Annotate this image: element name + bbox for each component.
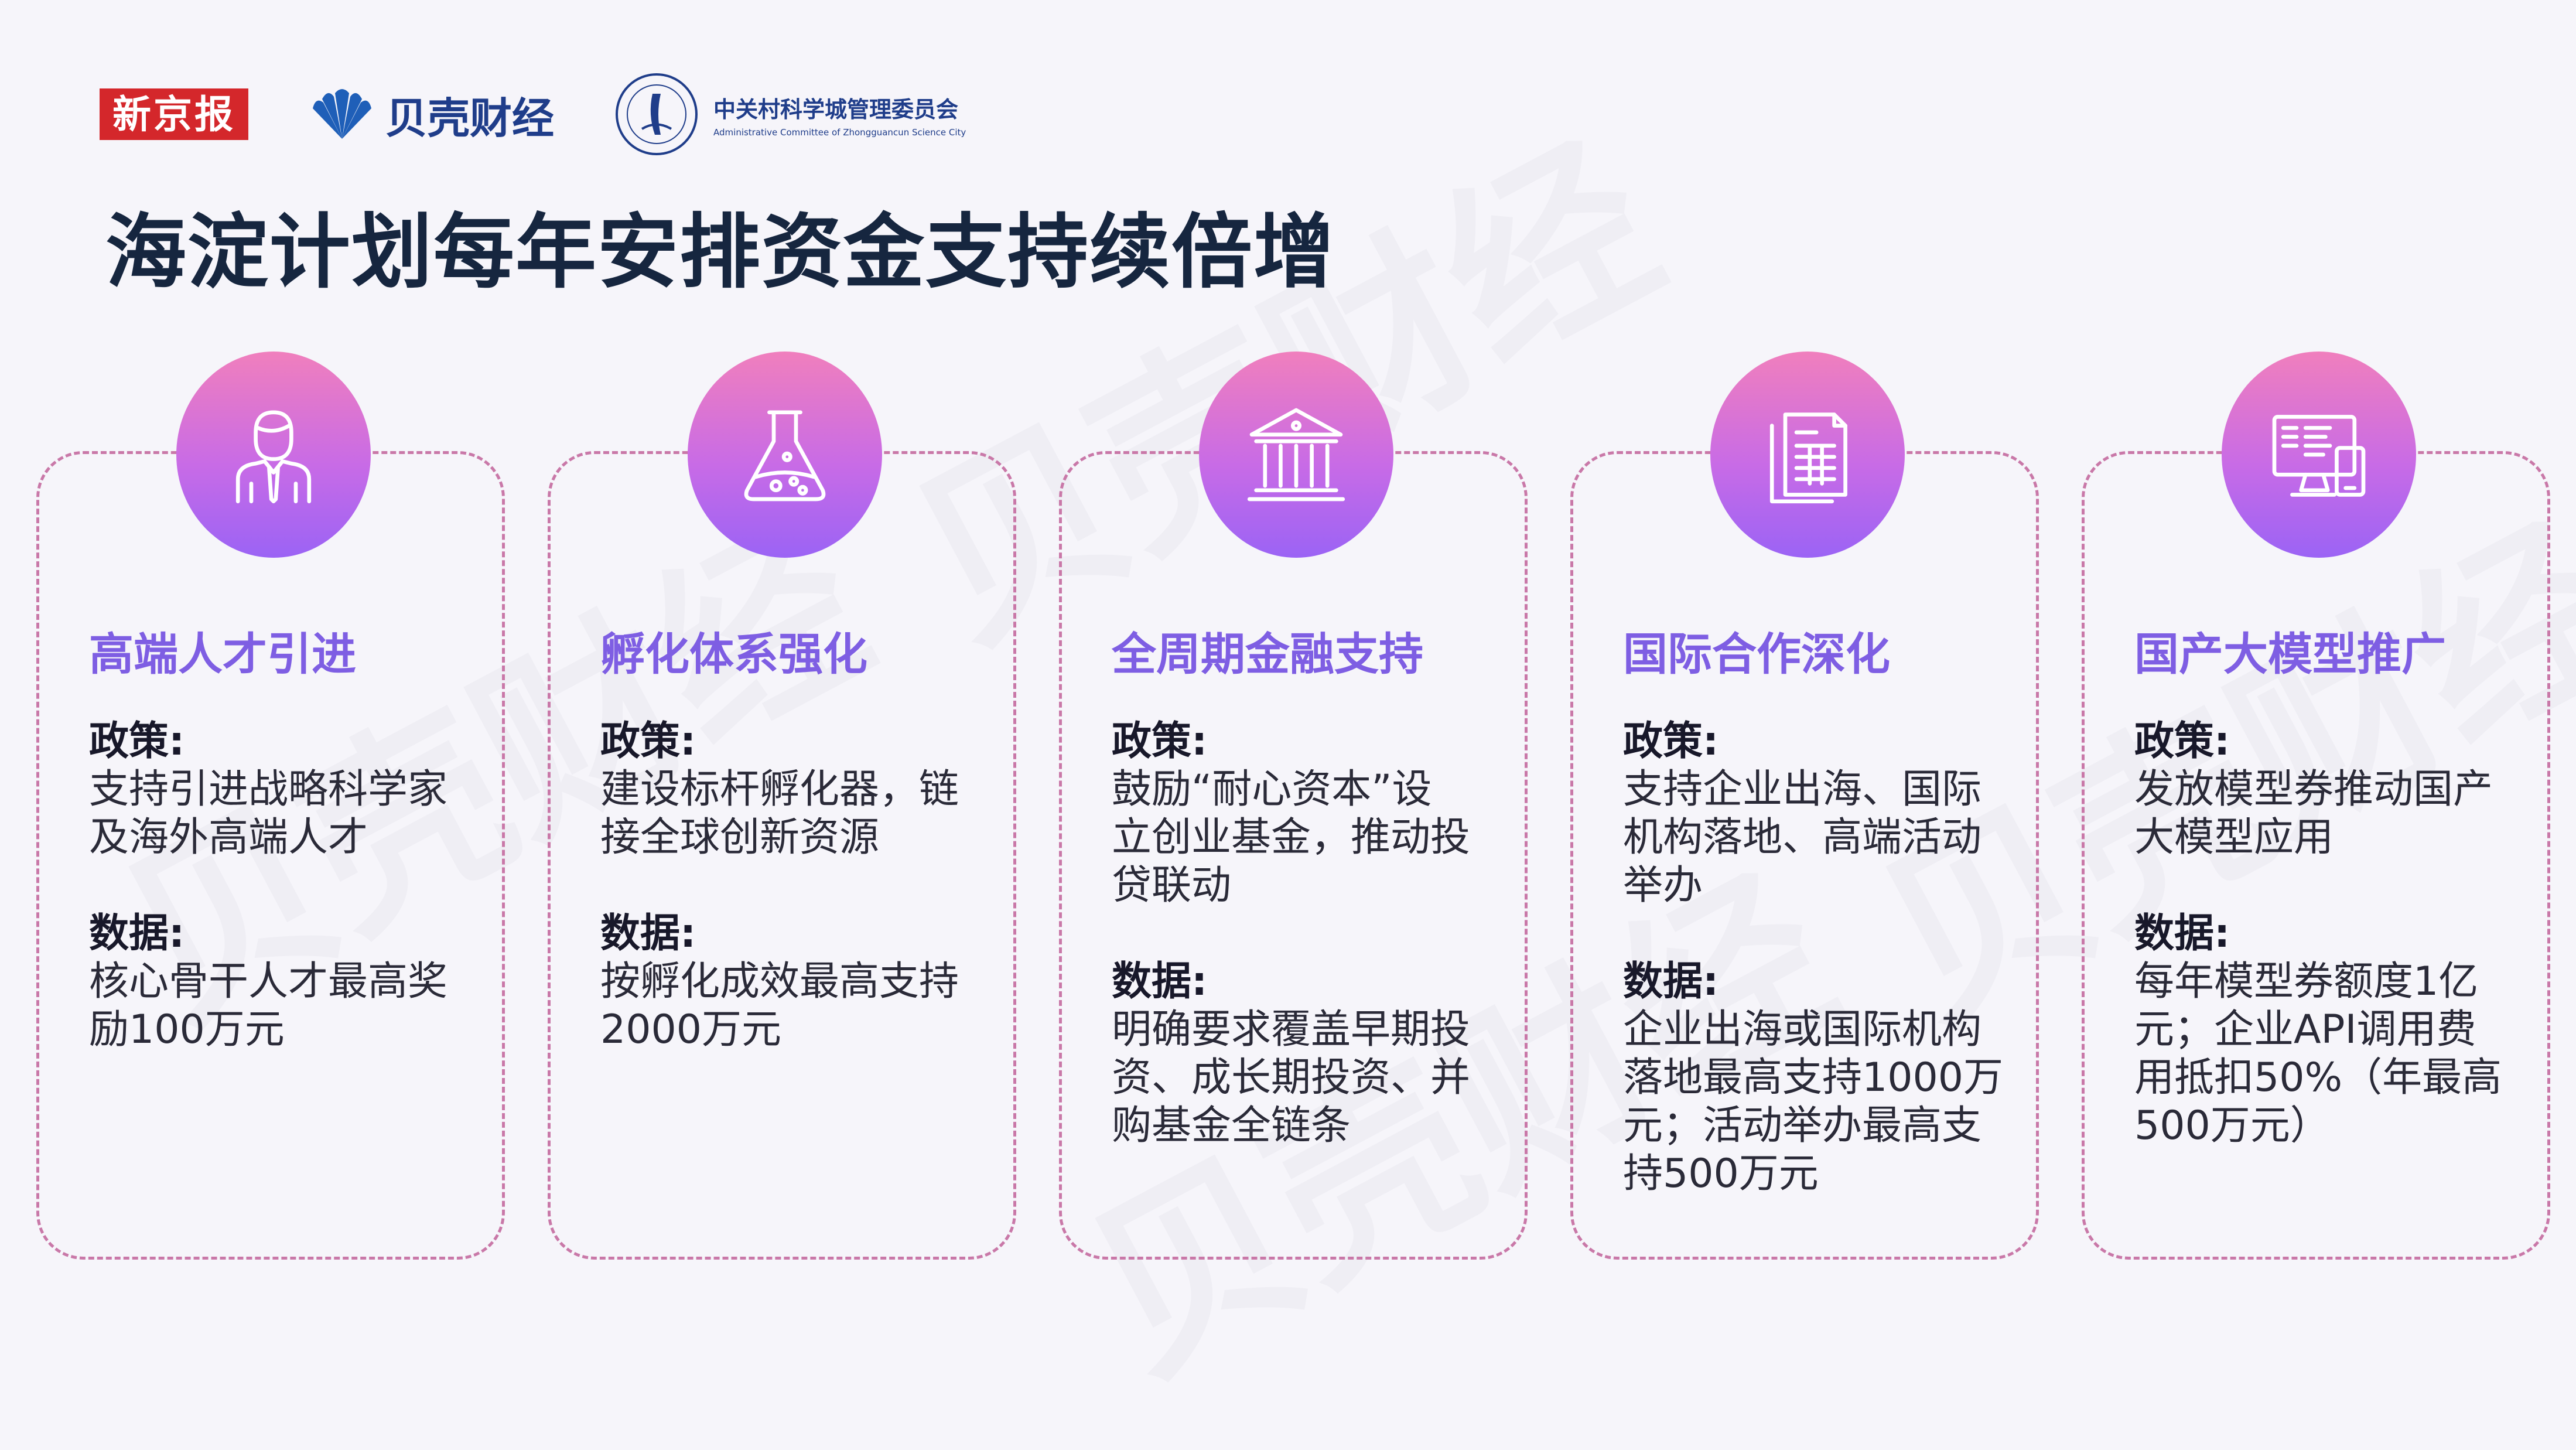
- computer-icon: [2272, 415, 2366, 497]
- xinjingbao-logo: 新京报: [100, 88, 248, 141]
- policy-label: 政策:: [2134, 718, 2230, 765]
- data-label: 数据:: [600, 910, 696, 957]
- data-label: 数据:: [89, 910, 185, 957]
- card-title: 孵化体系强化: [600, 628, 867, 680]
- policy-text: 支持企业出海、国际 机构落地、高端活动 举办: [1623, 766, 1982, 909]
- card-icon-circle: [1710, 352, 1905, 558]
- data-label: 数据:: [1112, 958, 1208, 1005]
- policy-label: 政策:: [1623, 718, 1719, 765]
- policy-label: 政策:: [600, 718, 696, 765]
- card-body: 政策: 支持企业出海、国际 机构落地、高端活动 举办 数据: 企业出海或国际机构…: [1623, 718, 2013, 1198]
- card-title: 国产大模型推广: [2134, 628, 2446, 680]
- card-title: 高端人才引进: [89, 628, 356, 680]
- card-icon-circle: [176, 352, 371, 558]
- policy-label: 政策:: [89, 718, 185, 765]
- card-body: 政策: 鼓励“耐心资本”设 立创业基金，推动投 贷联动 数据: 明确要求覆盖早期…: [1112, 718, 1501, 1150]
- policy-card: 高端人才引进 政策: 支持引进战略科学家 及海外高端人才 数据: 核心骨干人才最…: [36, 352, 505, 1260]
- zgc-seal-icon: [616, 73, 698, 155]
- zgc-name-cn: 中关村科学城管理委员会: [713, 96, 959, 122]
- policy-card: 国际合作深化 政策: 支持企业出海、国际 机构落地、高端活动 举办 数据: 企业…: [1570, 352, 2039, 1260]
- policy-text: 发放模型券推动国产 大模型应用: [2134, 766, 2493, 861]
- zgc-logo: 中关村科学城管理委员会 Administrative Committee of …: [613, 70, 966, 158]
- data-text: 明确要求覆盖早期投 资、成长期投资、并 购基金全链条: [1112, 1007, 1471, 1149]
- data-text: 核心骨干人才最高奖 励100万元: [89, 958, 448, 1053]
- card-icon-circle: [2222, 352, 2416, 558]
- beike-logo: 贝壳财经: [307, 84, 554, 145]
- policy-text: 鼓励“耐心资本”设 立创业基金，推动投 贷联动: [1112, 766, 1471, 909]
- header-logos: 新京报 贝壳财经 中关村科学城管理委员会 Administrative Comm…: [100, 70, 966, 158]
- card-body: 政策: 发放模型券推动国产 大模型应用 数据: 每年模型券额度1亿 元；企业AP…: [2134, 718, 2524, 1150]
- policy-card: 孵化体系强化 政策: 建设标杆孵化器，链 接全球创新资源 数据: 按孵化成效最高…: [548, 352, 1016, 1260]
- beike-logo-text: 贝壳财经: [385, 93, 555, 143]
- card-body: 政策: 支持引进战略科学家 及海外高端人才 数据: 核心骨干人才最高奖 励100…: [89, 718, 479, 1054]
- zgc-name-en: Administrative Committee of Zhongguancun…: [713, 127, 966, 138]
- bank-building-icon: [1247, 408, 1345, 501]
- data-label: 数据:: [1623, 958, 1719, 1005]
- policy-card: 全周期金融支持 政策: 鼓励“耐心资本”设 立创业基金，推动投 贷联动 数据: …: [1059, 352, 1528, 1260]
- card-title: 国际合作深化: [1623, 628, 1890, 680]
- data-text: 企业出海或国际机构 落地最高支持1000万 元；活动举办最高支 持500万元: [1623, 1007, 2004, 1197]
- document-icon: [1769, 412, 1847, 504]
- data-label: 数据:: [2134, 910, 2230, 957]
- page-title: 海淀计划每年安排资金支持续倍增: [105, 205, 1336, 299]
- card-title: 全周期金融支持: [1112, 628, 1423, 680]
- policy-text: 支持引进战略科学家 及海外高端人才: [89, 766, 448, 861]
- card-icon-circle: [1199, 352, 1393, 558]
- shell-icon: [313, 89, 371, 139]
- policy-text: 建设标杆孵化器，链 接全球创新资源: [600, 766, 959, 861]
- talent-person-icon: [235, 410, 312, 504]
- flask-icon: [744, 410, 826, 501]
- policy-card: 国产大模型推广 政策: 发放模型券推动国产 大模型应用 数据: 每年模型券额度1…: [2082, 352, 2550, 1260]
- data-text: 按孵化成效最高支持 2000万元: [600, 958, 959, 1053]
- data-text: 每年模型券额度1亿 元；企业API调用费 用抵扣50%（年最高 500万元）: [2134, 958, 2502, 1149]
- policy-label: 政策:: [1112, 718, 1208, 765]
- card-body: 政策: 建设标杆孵化器，链 接全球创新资源 数据: 按孵化成效最高支持 2000…: [600, 718, 990, 1054]
- card-icon-circle: [688, 352, 882, 558]
